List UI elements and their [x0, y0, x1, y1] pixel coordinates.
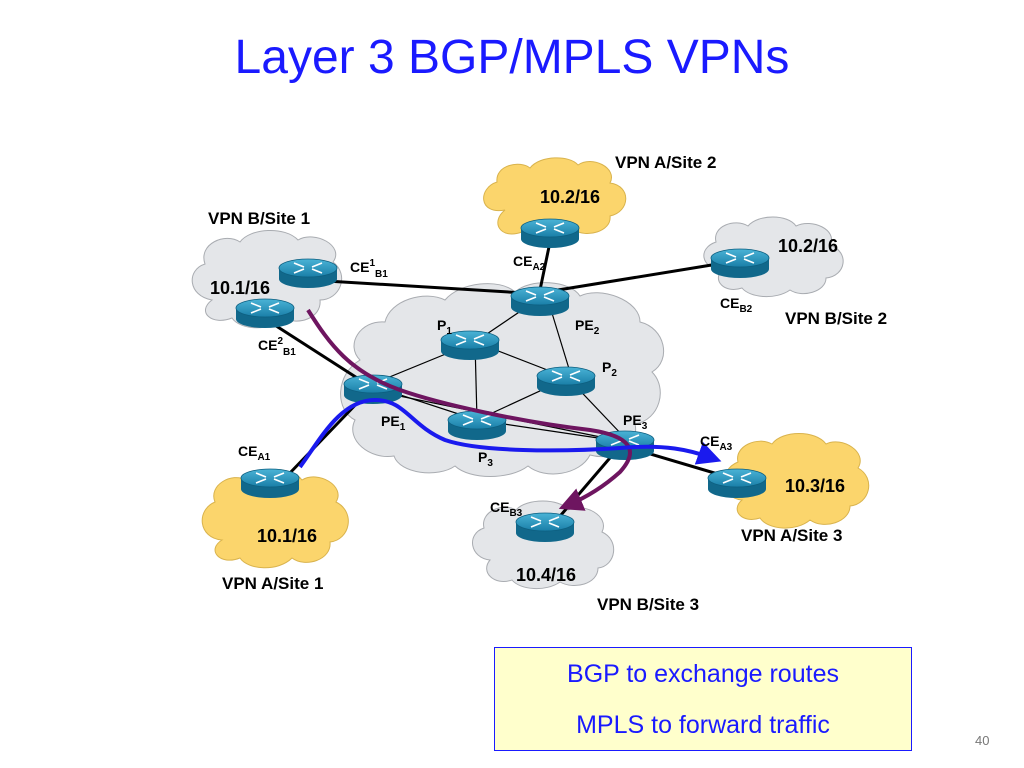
label-pe3: PE3 [623, 412, 648, 432]
router-ce-b3 [515, 512, 575, 543]
label-ce-a3: CEA3 [700, 433, 733, 453]
label-vpn-b-site1: VPN B/Site 1 [208, 209, 310, 228]
router-ce2-b1 [235, 298, 295, 329]
label-vpn-a-site1: VPN A/Site 1 [222, 574, 323, 593]
prefix-vpn-b-site3: 10.4/16 [516, 565, 576, 585]
router-p2 [536, 366, 596, 397]
vpn-b-traffic-path [306, 308, 632, 511]
label-ce2-b1: CE2B1 [258, 336, 296, 358]
page-number: 40 [975, 733, 990, 748]
router-ce-a3 [707, 468, 767, 499]
prefix-vpn-a-site1: 10.1/16 [257, 526, 317, 546]
label-pe2: PE2 [575, 317, 600, 337]
label-ce-b3: CEB3 [490, 499, 523, 519]
label-ce-a2: CEA2 [513, 253, 546, 273]
prefix-vpn-a-site2: 10.2/16 [540, 187, 600, 207]
label-vpn-a-site2: VPN A/Site 2 [615, 153, 716, 172]
info-line-bgp: BGP to exchange routes [567, 660, 839, 688]
cloud-vpn-b-site3 [472, 500, 615, 589]
cloud-vpn-a-site1 [201, 469, 349, 569]
cloud-vpn-b-site1 [191, 229, 343, 329]
info-box: BGP to exchange routes MPLS to forward t… [494, 647, 912, 751]
prefix-vpn-a-site3: 10.3/16 [785, 476, 845, 496]
router-ce-a2 [520, 218, 580, 249]
label-vpn-a-site3: VPN A/Site 3 [741, 526, 842, 545]
slide-title: Layer 3 BGP/MPLS VPNs [234, 31, 790, 84]
info-line-mpls: MPLS to forward traffic [576, 711, 830, 739]
label-ce-b2: CEB2 [720, 295, 753, 315]
label-vpn-b-site3: VPN B/Site 3 [597, 595, 699, 614]
router-ce-b2 [710, 248, 770, 279]
label-ce1-b1: CE1B1 [350, 258, 388, 280]
label-pe1: PE1 [381, 413, 406, 433]
router-ce-a1 [240, 468, 300, 499]
router-pe2 [510, 286, 570, 317]
router-ce1-b1 [278, 258, 338, 289]
prefix-vpn-b-site2: 10.2/16 [778, 236, 838, 256]
cloud-vpn-a-site3 [723, 433, 870, 529]
prefix-vpn-b-site1: 10.1/16 [210, 278, 270, 298]
label-p2: P2 [602, 359, 617, 379]
vpn-a-traffic-path [298, 397, 722, 469]
label-p3: P3 [478, 449, 493, 469]
label-p1: P1 [437, 317, 452, 337]
label-ce-a1: CEA1 [238, 443, 271, 463]
label-vpn-b-site2: VPN B/Site 2 [785, 309, 887, 328]
